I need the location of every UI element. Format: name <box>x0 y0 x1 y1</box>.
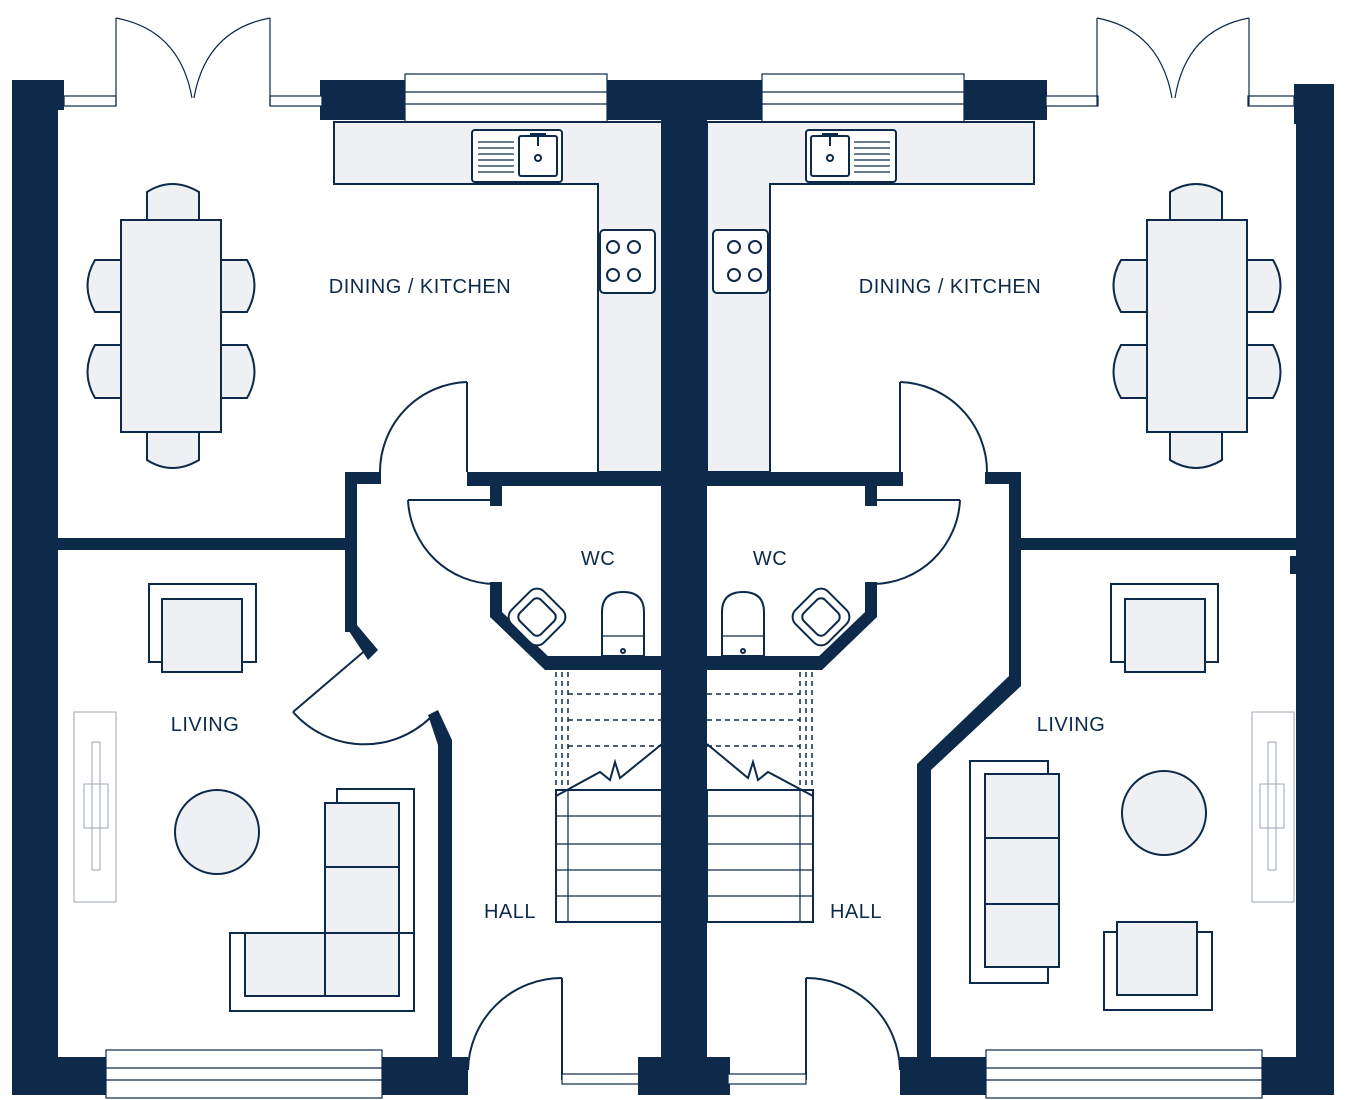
right-armchair-bottom <box>1103 921 1213 1011</box>
left-outer-wall-north-a <box>12 80 64 110</box>
right-wall-dining-living <box>1020 538 1300 550</box>
right-hall-label: HALL <box>830 901 882 923</box>
left-hob <box>599 229 656 294</box>
left-corner-sofa <box>229 788 415 1012</box>
left-dining-kitchen-label: DINING / KITCHEN <box>329 276 511 298</box>
left-french-doors[interactable] <box>63 17 323 107</box>
left-wc-door[interactable] <box>407 499 495 585</box>
left-living-window <box>105 1049 383 1099</box>
right-dining-table <box>1112 183 1282 469</box>
right-kitchen-counter <box>706 121 1035 473</box>
left-wc-toilet <box>601 590 645 657</box>
right-hob <box>712 229 769 294</box>
left-wc-basin <box>507 587 567 647</box>
left-living-label: LIVING <box>171 714 240 736</box>
right-outer-wall-east <box>1296 84 1334 1095</box>
left-outer-wall-north-b <box>320 80 406 120</box>
left-dining-table <box>86 183 256 469</box>
left-tv-unit <box>73 711 117 903</box>
left-wall-dining-living <box>58 538 348 550</box>
right-living-label: LIVING <box>1037 714 1106 736</box>
left-dining-door[interactable] <box>379 381 468 473</box>
left-armchair <box>148 583 257 673</box>
left-outer-wall-south-b <box>382 1057 468 1095</box>
left-front-door[interactable] <box>467 977 641 1085</box>
left-kitchen-window <box>404 73 608 125</box>
right-tv-unit <box>1251 711 1295 903</box>
right-front-door[interactable] <box>727 977 901 1085</box>
right-stairs <box>706 672 814 923</box>
right-dining-door[interactable] <box>899 381 988 473</box>
left-wc-label: WC <box>581 548 615 570</box>
right-sink <box>805 129 897 183</box>
left-hall-label: HALL <box>484 901 536 923</box>
right-unit <box>706 17 1334 1099</box>
left-outer-wall-north-c <box>606 80 666 120</box>
right-wc-basin <box>791 587 851 647</box>
right-coffee-table <box>1121 770 1207 856</box>
left-sink <box>471 129 563 183</box>
right-wc-door[interactable] <box>873 499 961 585</box>
right-sofa <box>969 760 1060 984</box>
left-coffee-table <box>174 789 260 875</box>
left-living-door[interactable] <box>292 647 431 746</box>
left-outer-wall-south-a <box>12 1057 107 1095</box>
right-french-doors[interactable] <box>1045 17 1295 107</box>
party-wall <box>661 80 707 1095</box>
left-unit <box>12 17 666 1099</box>
left-stairs <box>555 672 663 923</box>
right-dining-kitchen-label: DINING / KITCHEN <box>859 276 1041 298</box>
left-outer-wall-west <box>12 80 58 1095</box>
right-kitchen-window <box>761 73 965 125</box>
right-wc-toilet <box>721 590 765 657</box>
right-armchair-top <box>1110 583 1219 673</box>
right-living-window <box>985 1049 1263 1099</box>
right-wc-label: WC <box>753 548 787 570</box>
